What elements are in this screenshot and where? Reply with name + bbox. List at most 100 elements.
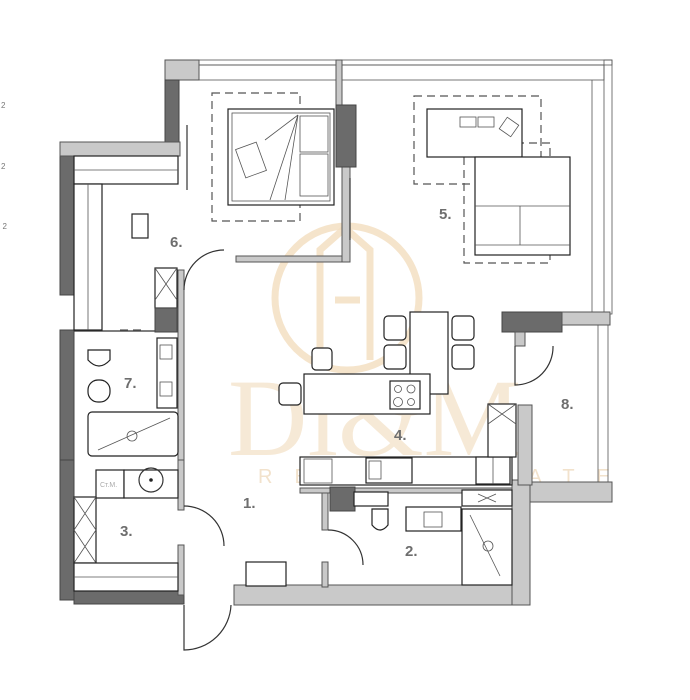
top-left-corner-wall (164, 59, 200, 81)
corridor-left-partition (177, 269, 185, 461)
legend-superscript-1: 2 (1, 101, 6, 110)
bed (227, 108, 335, 206)
shoe-cabinet (73, 496, 97, 564)
door-swing-6 (183, 249, 225, 291)
door-swing-3 (183, 505, 225, 547)
column-block (501, 311, 563, 333)
blanket-fold (264, 114, 299, 201)
wardrobe-block (335, 104, 357, 168)
hall-left-wall (517, 404, 533, 486)
door-swing-8 (514, 345, 554, 386)
shower-slope (469, 514, 501, 577)
walk-in-closet (73, 155, 554, 386)
room-label-4: 4. (394, 427, 407, 444)
bedroom-furniture (131, 92, 351, 240)
bidet (87, 379, 111, 403)
pillow-2 (299, 153, 329, 197)
cushion-1 (459, 116, 477, 128)
closet-left-wall (59, 144, 75, 296)
closet-top-wall (59, 141, 181, 157)
bedroom-left-wall (164, 79, 180, 143)
room-labels: 1. 2. 3. 4. 5. 6. 7. 8. (120, 206, 574, 560)
burner-4 (407, 398, 415, 406)
boiler-dot (149, 478, 153, 482)
x-icon (477, 493, 497, 503)
laundry-3: Ст.М. (73, 467, 287, 651)
room-label-2: 2. (405, 543, 418, 560)
laundry-left-wall (59, 459, 75, 601)
basin-7a (159, 344, 173, 360)
legend-superscript-3: , 2 (0, 222, 7, 231)
cushion-3 (498, 116, 520, 138)
shower-drain (482, 540, 494, 552)
boiler-box (123, 469, 179, 499)
kitchen-furniture (278, 311, 517, 486)
radiator (131, 213, 149, 239)
laundry-right-partition (177, 459, 185, 511)
bathroom-2 (327, 486, 513, 586)
shower-2 (461, 508, 513, 586)
vanity-2 (405, 506, 462, 532)
door-jamb-8 (514, 331, 526, 347)
burner-1 (394, 385, 402, 393)
top-window (179, 59, 613, 66)
bath-left-wall (59, 329, 75, 461)
walls (59, 59, 613, 606)
dishwasher (303, 458, 333, 484)
legend-superscript-2: 2 (1, 162, 6, 171)
sink-drainer (368, 460, 382, 480)
chair-4 (451, 344, 475, 370)
washing-machine-label: Ст.М. (100, 482, 117, 489)
right-window (603, 59, 613, 315)
sofa-back (426, 108, 523, 158)
rug-outline (211, 92, 301, 222)
chair-2 (383, 344, 407, 370)
shaft-7 (154, 307, 178, 333)
pillow-1 (299, 115, 329, 153)
x-icon (154, 267, 178, 301)
chair-1 (383, 315, 407, 341)
shaft (329, 486, 356, 512)
door-swing-2 (327, 529, 364, 566)
wc-left-partition (321, 489, 329, 531)
column-wall (561, 311, 611, 326)
wc-shelf (353, 491, 389, 507)
tub-drain (126, 430, 138, 442)
bathroom-7 (74, 267, 179, 457)
radiator-1 (245, 561, 287, 587)
room-label-1: 1. (243, 495, 256, 512)
cushion-2 (477, 116, 495, 128)
linen-cabinet (154, 267, 178, 309)
bottom-left-wall (73, 589, 185, 605)
room-label-5: 5. (439, 206, 452, 223)
bar-stool-1 (311, 347, 333, 371)
bedroom-bottom-wall (235, 255, 349, 263)
bed-mattress (231, 112, 331, 202)
bottom-wall (233, 584, 519, 606)
hall-bottom-wall (529, 481, 613, 503)
burner-3 (393, 397, 403, 407)
tall-cabinet (487, 403, 517, 458)
chair-3 (451, 315, 475, 341)
wc-left-partition-lower (321, 561, 329, 588)
side-legend: 2 2 , 2 (0, 101, 7, 231)
room-label-3: 3. (120, 523, 133, 540)
tub-slope (97, 417, 171, 451)
cooktop (389, 380, 421, 410)
laundry-right-partition-lower (177, 544, 185, 596)
x-icon (73, 496, 97, 564)
boiler-icon (138, 467, 164, 493)
basin-2 (423, 511, 443, 528)
room-label-6: 6. (170, 234, 183, 251)
bathtub (87, 411, 179, 457)
entrance-door-swing (183, 604, 232, 651)
cushion (235, 141, 267, 179)
room-label-7: 7. (124, 375, 137, 392)
cabinet-x-icon (487, 403, 517, 425)
living-furniture (413, 95, 571, 264)
toilet-2 (371, 508, 389, 531)
room-label-8: 8. (561, 396, 574, 413)
toilet-7 (87, 349, 111, 367)
bar-stool-2 (278, 382, 302, 406)
